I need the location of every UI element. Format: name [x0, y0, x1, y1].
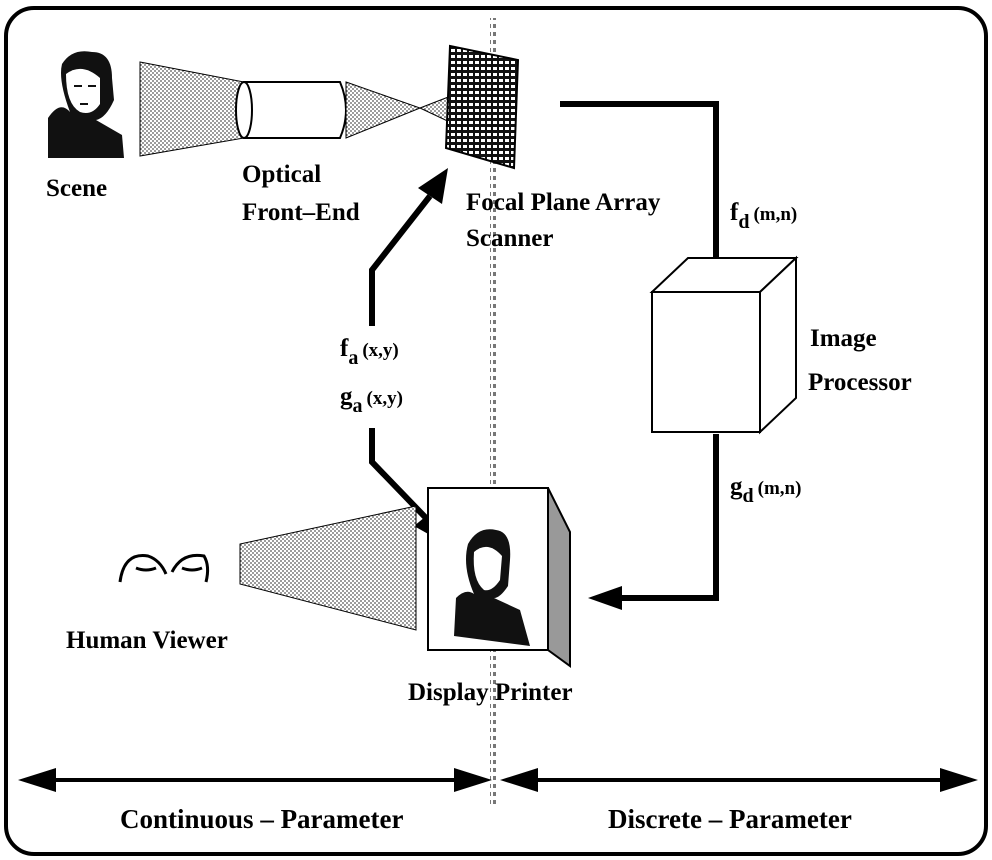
- gd-arrow: [588, 434, 719, 610]
- continuous-parameter-label: Continuous – Parameter: [120, 804, 403, 834]
- fd-signal-label: fd(m,n): [730, 199, 797, 233]
- ga-signal-label: ga(x,y): [340, 383, 403, 417]
- fd-args: (m,n): [753, 204, 797, 225]
- scene-light-cone: [139, 61, 245, 157]
- human-viewer-eyes-icon: [118, 553, 210, 583]
- gd-base: g: [730, 473, 743, 500]
- optical-front-end-lens: [235, 81, 347, 139]
- focused-light-cone: [345, 81, 422, 139]
- gd-signal-label: gd(m,n): [730, 473, 801, 507]
- image-processor-cube: [649, 255, 799, 435]
- optical-label-line2: Front–End: [242, 199, 360, 226]
- human-viewer-label: Human Viewer: [66, 627, 228, 654]
- optical-label-line1: Optical: [242, 161, 321, 188]
- scene-face-icon: [48, 51, 124, 159]
- fa-signal-label: fa(x,y): [340, 335, 399, 369]
- display-printer-icon: [427, 487, 571, 668]
- focal-plane-array-icon: [444, 44, 520, 170]
- discrete-parameter-label: Discrete – Parameter: [608, 804, 852, 834]
- image-processor-label-line2: Processor: [808, 369, 912, 396]
- continuous-parameter-arrow: [18, 768, 492, 792]
- fa-args: (x,y): [362, 340, 398, 361]
- focal-label-line1: Focal Plane Array: [466, 189, 661, 216]
- gd-subscript: d: [743, 485, 754, 507]
- display-printer-label: Display Printer: [408, 679, 573, 706]
- ga-args: (x,y): [367, 388, 403, 409]
- gd-args: (m,n): [758, 478, 802, 499]
- ga-base: g: [340, 383, 353, 410]
- fd-base: f: [730, 199, 739, 226]
- fa-subscript: a: [348, 347, 358, 369]
- focal-label-line2: Scanner: [466, 225, 554, 252]
- continuous-discrete-divider: [490, 18, 496, 808]
- fd-subscript: d: [738, 211, 749, 233]
- diagram-frame: [4, 6, 988, 856]
- scene-label: Scene: [46, 175, 107, 202]
- image-processor-label-line1: Image: [810, 325, 877, 352]
- fa-arrow: [369, 168, 448, 326]
- fa-base: f: [340, 335, 349, 362]
- ga-subscript: a: [353, 395, 363, 417]
- viewer-sight-cone: [239, 505, 417, 631]
- discrete-parameter-arrow: [500, 768, 978, 792]
